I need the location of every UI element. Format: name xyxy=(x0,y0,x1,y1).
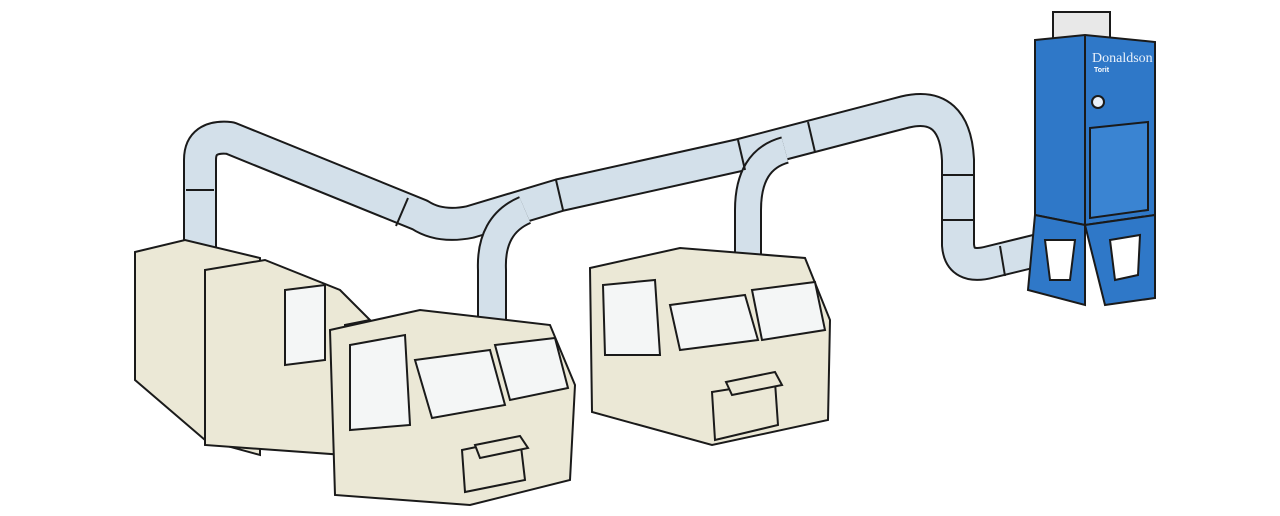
machine-left xyxy=(134,238,373,457)
machine-right xyxy=(588,246,832,447)
model-logo: Torit xyxy=(1094,67,1110,74)
dust-collector: Donaldson Torit xyxy=(1026,11,1156,307)
machine-middle xyxy=(328,308,577,507)
ductwork xyxy=(183,93,1085,320)
brand-logo: Donaldson xyxy=(1092,51,1153,66)
